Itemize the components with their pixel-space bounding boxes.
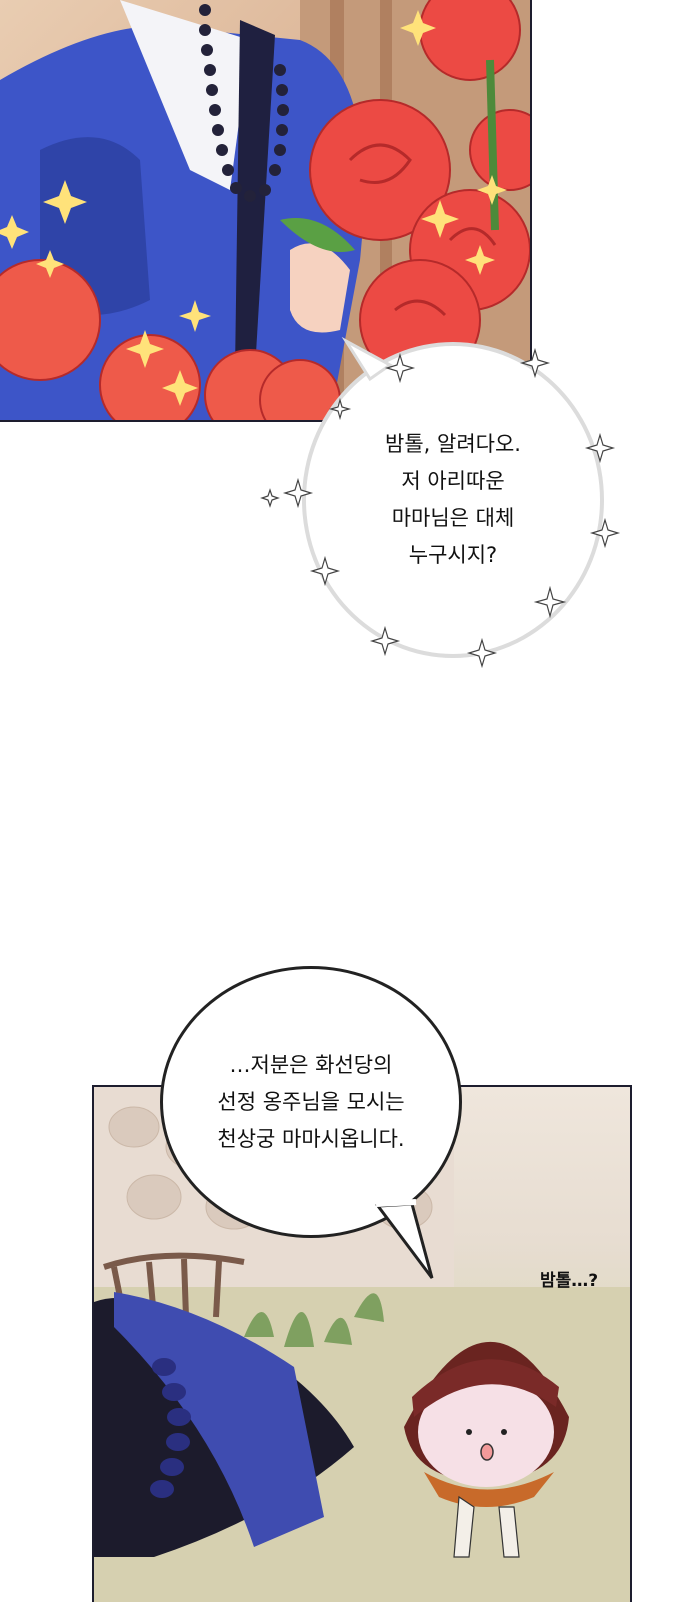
bubble-bottom-line: 천상궁 마마시옵니다. (217, 1126, 405, 1151)
bubble-top-line: 누구시지? (408, 543, 498, 567)
bubble-top-line: 마마님은 대체 (391, 506, 515, 530)
bubble-bottom-line: 선정 옹주님을 모시는 (217, 1089, 405, 1114)
speech-bubble-top-tail (341, 336, 393, 382)
bubble-top-line: 저 아리따운 (401, 469, 505, 493)
bubble-bottom-line: …저분은 화선당의 (229, 1052, 393, 1077)
character-caption: 밤톨…? (540, 1271, 599, 1291)
speech-bubble-bottom: …저분은 화선당의 선정 옹주님을 모시는 천상궁 마마시옵니다. (160, 966, 462, 1238)
bubble-top-line: 밤톨, 알려다오. (385, 432, 521, 456)
sparkle-decoration (260, 347, 621, 669)
speech-bubble-bottom-tail (375, 1199, 434, 1279)
